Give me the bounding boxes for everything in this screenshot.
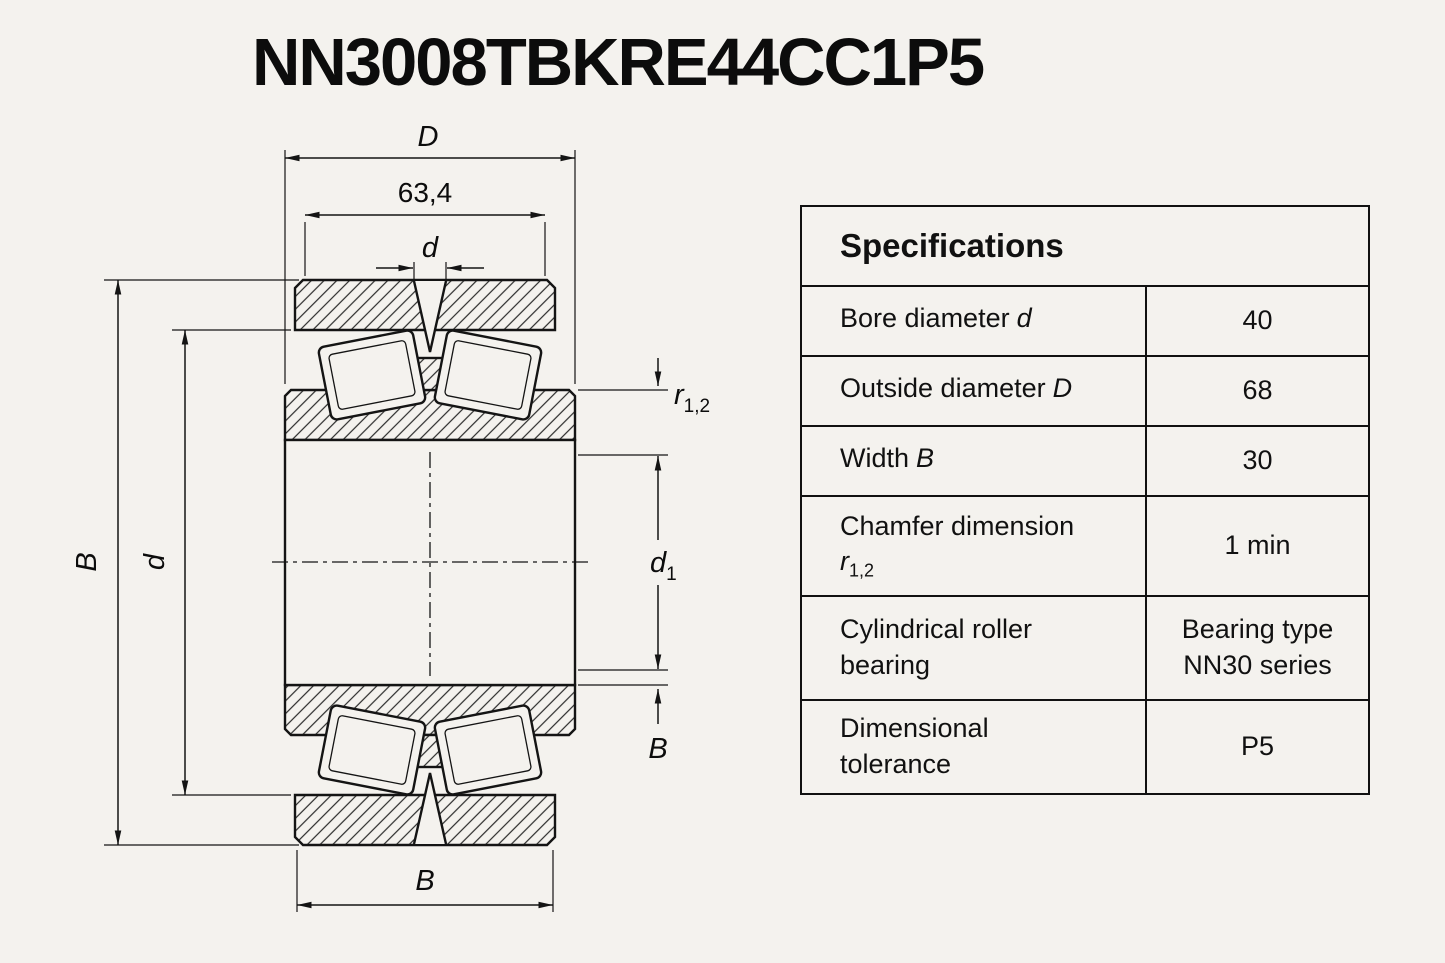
dim-label-63-4: 63,4 <box>398 177 453 208</box>
dim-label-d-left: d <box>139 553 171 570</box>
dim-label-B-bottom: B <box>415 865 434 897</box>
roller-bottom-left <box>317 704 427 796</box>
value-cell: 30 <box>1145 427 1368 495</box>
specifications-table-header: Specifications <box>802 207 1368 287</box>
dim-label-B-right: B <box>648 733 667 765</box>
bearing-cross-section-diagram: D 63,4 d B d r1,2 d1 B <box>71 121 710 912</box>
value-cell: 40 <box>1145 287 1368 355</box>
bottom-center-notch <box>412 772 448 845</box>
dim-label-r12: r1,2 <box>674 379 710 417</box>
top-center-notch <box>412 280 448 353</box>
dim-label-d1: d1 <box>650 547 677 585</box>
value-cell: P5 <box>1145 701 1368 793</box>
roller-top-left <box>317 329 427 421</box>
dim-label-D: D <box>418 121 439 153</box>
page-title: NN3008TBKRE44CC1P5 <box>252 25 985 100</box>
roller-bottom-right <box>433 704 543 796</box>
roller-top-right <box>433 329 543 421</box>
value-cell: 68 <box>1145 357 1368 425</box>
dim-label-d-top: d <box>422 232 439 264</box>
dim-label-B-left: B <box>71 552 103 571</box>
value-cell: 1 min <box>1145 497 1368 595</box>
